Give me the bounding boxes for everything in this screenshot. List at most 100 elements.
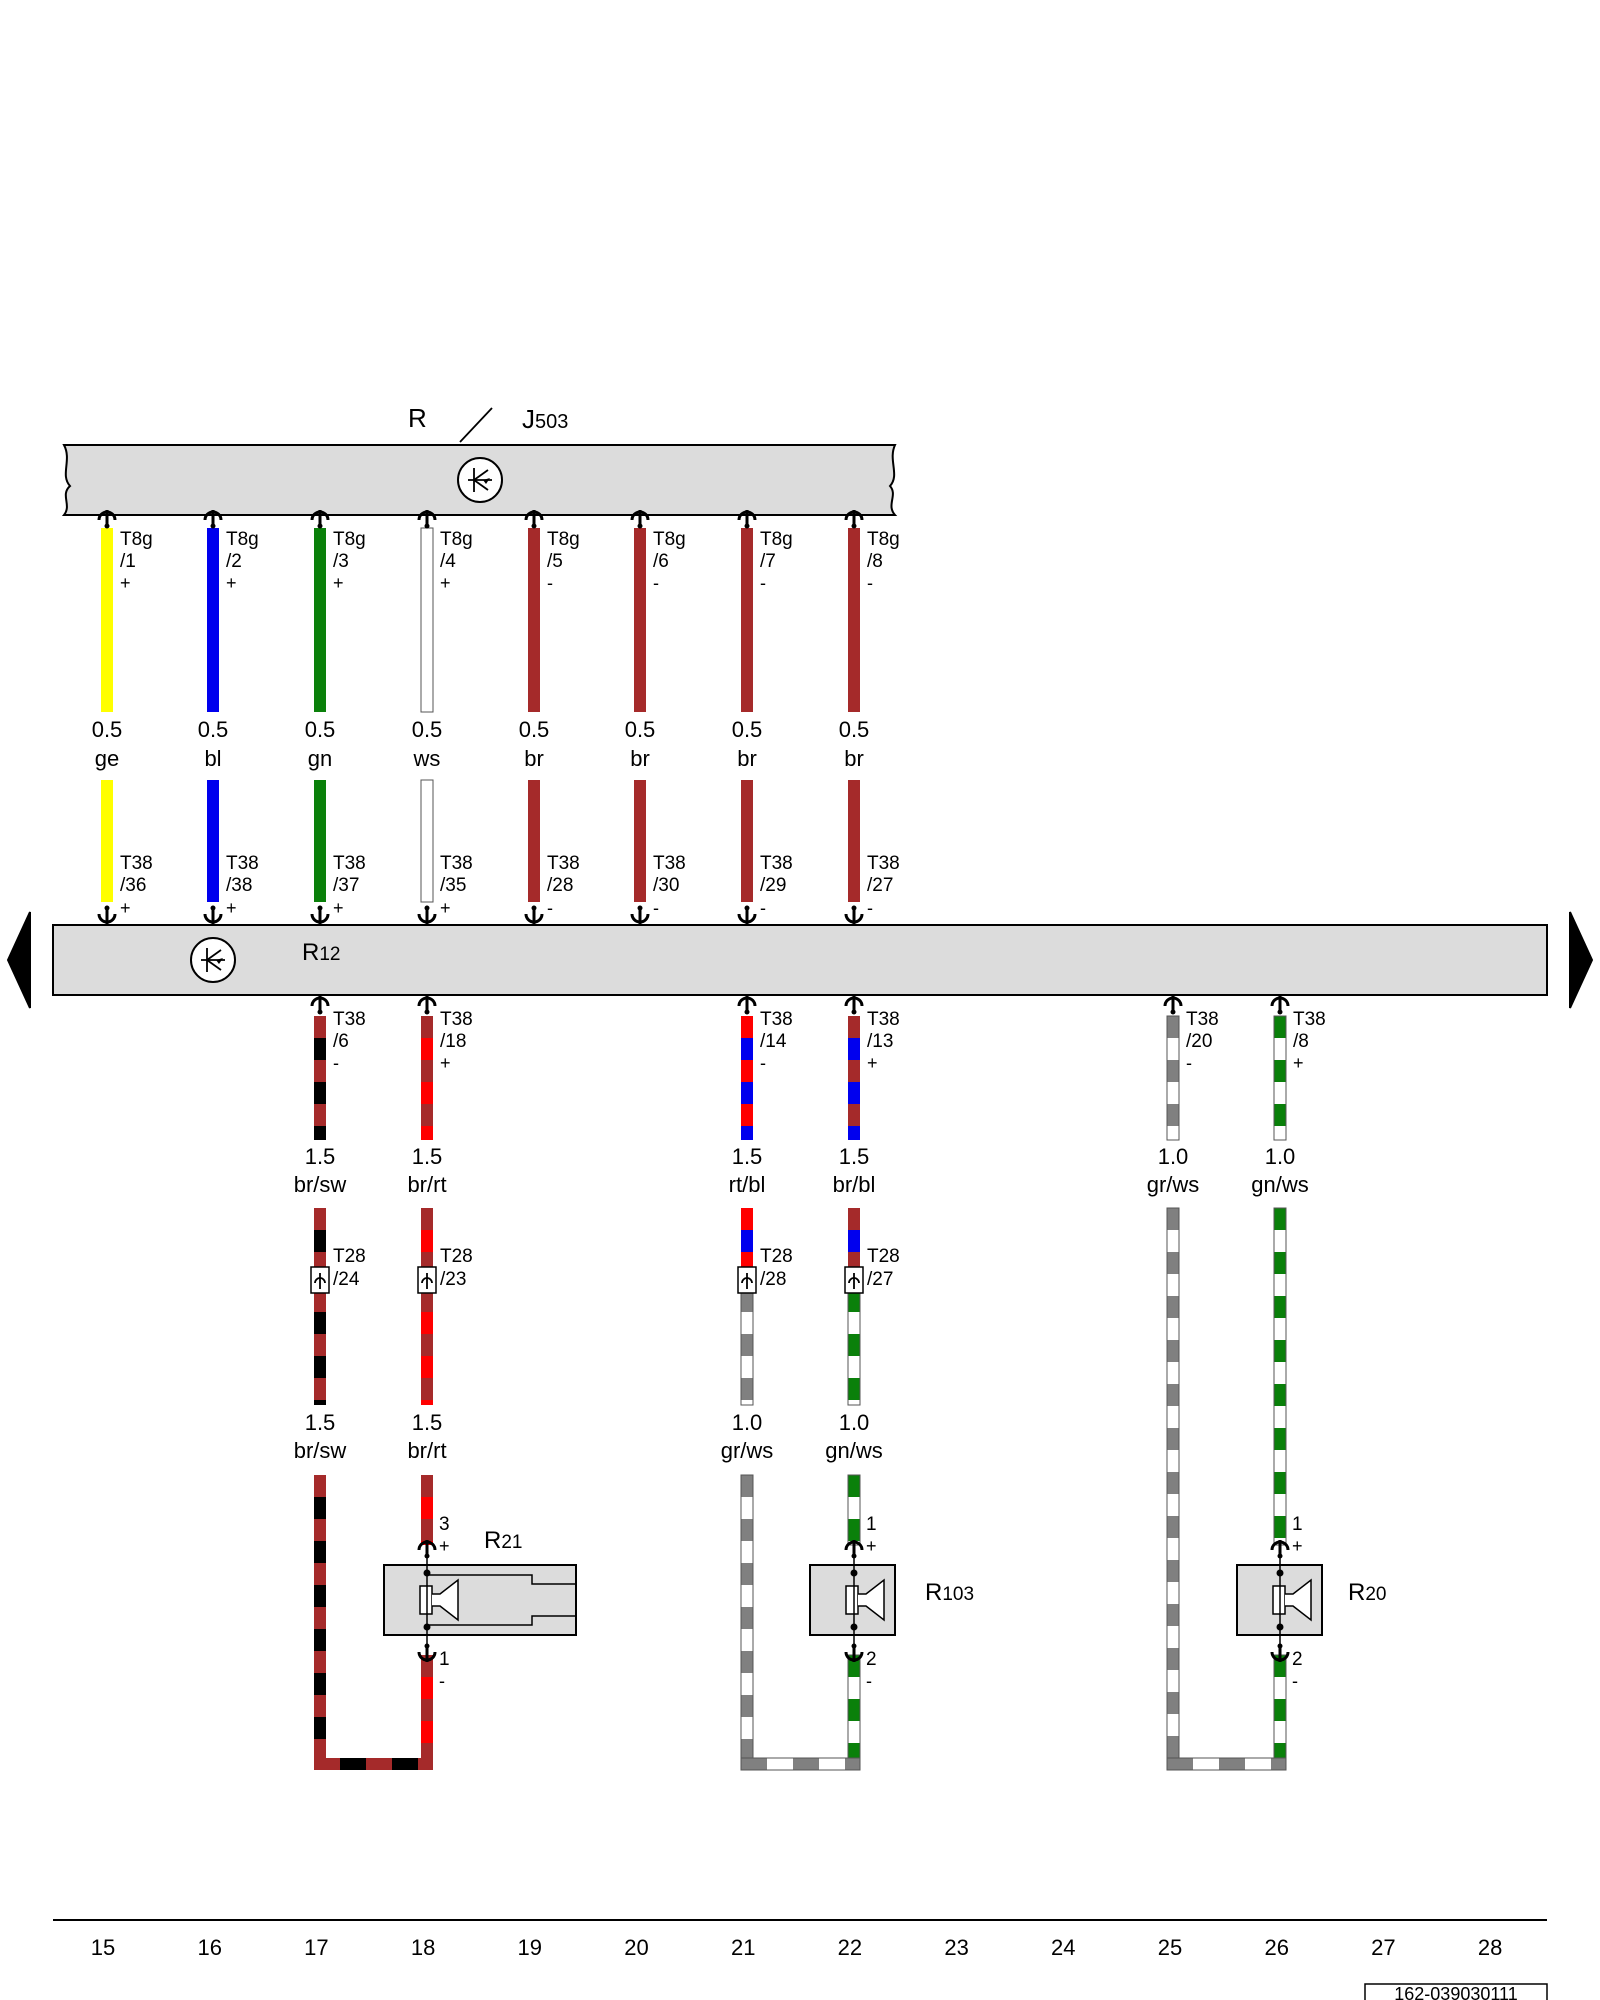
- wire-color-label: rt/bl: [729, 1172, 766, 1197]
- label-r20: R20: [1348, 1579, 1386, 1606]
- junction-dot: [423, 1623, 431, 1631]
- wire-upper-bottom-4: [420, 779, 434, 903]
- wire-col-18-d: [421, 1475, 433, 1545]
- wire-color-label: br: [524, 746, 544, 771]
- connector-t38-polarity: -: [333, 1053, 339, 1073]
- wire-size-label: 1.0: [839, 1410, 870, 1435]
- connector-t38-pin: /20: [1186, 1031, 1212, 1052]
- connector-t8g-polarity: +: [333, 573, 344, 593]
- speaker-pin-top-polarity: +: [866, 1536, 877, 1556]
- label-j503: J503: [522, 404, 568, 434]
- wire-size-label: 1.0: [732, 1410, 763, 1435]
- wire-upper-bottom-6: [634, 780, 646, 902]
- wire-upper-bottom-1: [101, 780, 113, 902]
- connector-t38-polarity: -: [653, 898, 659, 918]
- junction-dot: [1276, 1623, 1284, 1631]
- speaker-pin-bottom-number: 1: [439, 1649, 450, 1670]
- connector-t8g-label: T8g: [547, 529, 580, 550]
- speaker-cone-icon: [845, 1585, 859, 1615]
- column-number: 18: [411, 1935, 435, 1960]
- wire-size-label: 0.5: [92, 717, 123, 742]
- connector-t38-polarity: +: [440, 898, 451, 918]
- speaker-pin-top-3: [1270, 1538, 1290, 1560]
- continue-left-arrow[interactable]: [6, 911, 31, 1009]
- wire-size-label: 0.5: [198, 717, 229, 742]
- connector-t8g-pin: /1: [120, 551, 136, 572]
- lower-wire-group: T38/6-1.5br/swT28/241.5br/swT38/18+1.5br…: [294, 994, 1326, 1771]
- label-r21: R21: [484, 1527, 522, 1554]
- wire-col-18-e: [421, 1655, 433, 1764]
- speaker-pin-bottom-polarity: -: [439, 1671, 445, 1691]
- wire-col-17-c: [314, 1290, 326, 1405]
- connector-t8g-4: [417, 508, 437, 530]
- connector-t38-pin: /28: [547, 875, 573, 896]
- connector-t38-top-7: [737, 904, 757, 926]
- column-number: 20: [624, 1935, 648, 1960]
- speaker-pin-bottom-number: 2: [1292, 1649, 1303, 1670]
- connector-t38-bottom-26: [1270, 994, 1290, 1016]
- connector-t8g-label: T8g: [440, 529, 473, 550]
- connector-t38-top-5: [524, 904, 544, 926]
- connector-t8g-label: T8g: [226, 529, 259, 550]
- wire-col-25-b: [1166, 1207, 1180, 1765]
- connector-t38-pin: /30: [653, 875, 679, 896]
- speaker-pin-top-number: 1: [1292, 1514, 1303, 1535]
- connector-t38-label: T38: [760, 1009, 793, 1030]
- wire-size-label: 1.0: [1265, 1144, 1296, 1169]
- connector-t38-label: T38: [440, 853, 473, 874]
- wire-col-21-a: [741, 1016, 753, 1140]
- wire-color-label: gr/ws: [1147, 1172, 1200, 1197]
- connector-t8g-polarity: +: [120, 573, 131, 593]
- wire-col-26-a: [1273, 1015, 1287, 1141]
- connector-t8g-polarity: -: [760, 573, 766, 593]
- column-number: 19: [518, 1935, 542, 1960]
- connector-t8g-label: T8g: [867, 529, 900, 550]
- wire-size-label: 1.5: [305, 1144, 336, 1169]
- connector-t8g-6: [630, 508, 650, 530]
- wire-upper-top-4: [420, 527, 434, 713]
- connector-t38-top-2: [203, 904, 223, 926]
- speaker-pin-top-number: 3: [439, 1514, 450, 1535]
- wire-color-label: br: [844, 746, 864, 771]
- connector-t38-polarity: -: [760, 898, 766, 918]
- wire-color-label: gn/ws: [1251, 1172, 1308, 1197]
- connector-t38-label: T38: [333, 1009, 366, 1030]
- column-number: 16: [197, 1935, 221, 1960]
- speaker-r103: [809, 1564, 896, 1636]
- connector-t28-pin: /28: [760, 1269, 786, 1290]
- speaker-pin-top-2: [844, 1538, 864, 1560]
- continue-right-arrow[interactable]: [1569, 911, 1594, 1009]
- wire-size-label: 0.5: [305, 717, 336, 742]
- connector-t38-polarity: -: [1186, 1053, 1192, 1073]
- wire-col-17-d: [314, 1475, 326, 1764]
- connector-t38-bottom-21: [737, 994, 757, 1016]
- wire-size-label: 1.5: [412, 1144, 443, 1169]
- connector-t38-pin: /38: [226, 875, 252, 896]
- connector-t8g-8: [844, 508, 864, 530]
- connector-t38-bottom-17: [310, 994, 330, 1016]
- connector-t28-pin: /23: [440, 1269, 466, 1290]
- connector-t38-polarity: +: [226, 898, 237, 918]
- wire-col-17-a: [314, 1016, 326, 1140]
- wire-color-label: gn: [308, 746, 332, 771]
- connector-t28-label: T28: [867, 1246, 900, 1267]
- label-separator-slash: [459, 407, 493, 443]
- connector-t8g-pin: /5: [547, 551, 563, 572]
- wire-color-label: ge: [95, 746, 119, 771]
- wire-size-label: 0.5: [625, 717, 656, 742]
- wire-col-22-e: [847, 1654, 861, 1765]
- wire-color-label: ws: [413, 746, 441, 771]
- wire-col-21-b: [741, 1208, 753, 1278]
- wire-col-26-b: [1273, 1207, 1287, 1546]
- wire-size-label: 0.5: [839, 717, 870, 742]
- wire-color-label: br/rt: [407, 1172, 446, 1197]
- connector-t38-polarity: +: [120, 898, 131, 918]
- wire-color-label: bl: [204, 746, 221, 771]
- connector-t38-label: T38: [653, 853, 686, 874]
- j503-module: [61, 444, 898, 516]
- junction-dot: [850, 1623, 858, 1631]
- column-number: 24: [1051, 1935, 1075, 1960]
- connector-t28-22: [844, 1266, 864, 1294]
- speaker-pin-group: 3+1-1+2-1+2-: [417, 1514, 1303, 1691]
- wire-upper-bottom-8: [848, 780, 860, 902]
